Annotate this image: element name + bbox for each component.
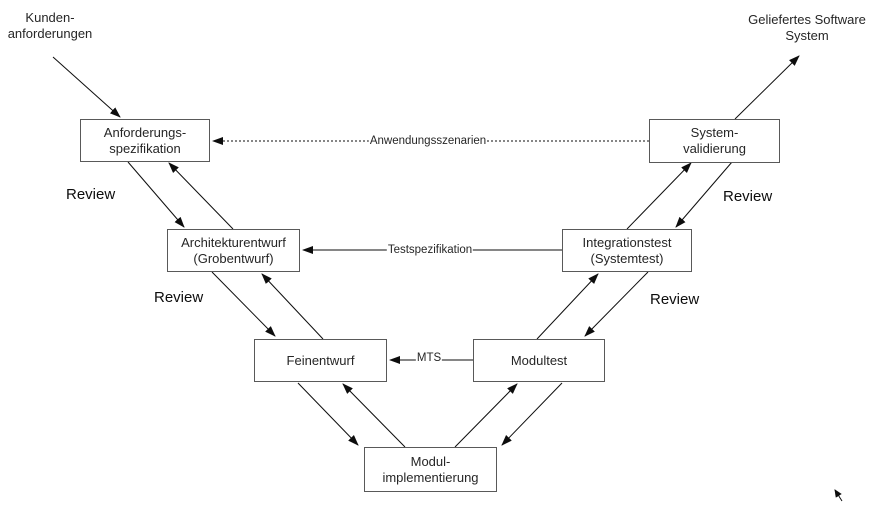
box-integrationstest: Integrationstest (Systemtest)	[562, 229, 692, 272]
box-label-line: Anforderungs-	[103, 124, 187, 140]
box-label-line: Integrationstest	[582, 234, 672, 250]
validation-to-integrationtest-review-arrow	[675, 161, 733, 228]
box-modultest: Modultest	[473, 339, 605, 382]
box-feinentwurf: Feinentwurf	[254, 339, 387, 382]
box-systemvalidierung: System- validierung	[649, 119, 780, 163]
integrationtest-to-validation-arrow	[626, 162, 692, 230]
mts-label: MTS	[415, 352, 443, 364]
review-label-lower-right: Review	[650, 291, 700, 308]
review-label-upper-right: Review	[723, 188, 773, 205]
box-anforderungsspezifikation: Anforderungs- spezifikation	[80, 119, 210, 162]
moduletest-to-integrationtest-arrow	[536, 273, 599, 340]
box-label-line: validierung	[683, 141, 746, 156]
anwendungsszenarien-label: Anwendungsszenarien	[368, 135, 488, 147]
box-label-line: Architekturentwurf	[181, 234, 286, 250]
testspezifikation-label: Testspezifikation	[386, 244, 474, 256]
box-label-line: System-	[690, 125, 739, 140]
spec-to-architecture-arrow	[127, 161, 185, 228]
review-label-upper-left: Review	[66, 186, 116, 203]
box-label-line: (Systemtest)	[590, 250, 664, 266]
box-architekturentwurf: Architekturentwurf (Grobentwurf)	[167, 229, 300, 272]
detaildesign-to-architecture-review-arrow	[261, 273, 324, 340]
box-modulimplementierung: Modul- implementierung	[364, 447, 497, 492]
box-label-line: (Grobentwurf)	[193, 250, 274, 266]
ext-label-line: anforderungen	[7, 26, 93, 41]
mouse-cursor-icon	[834, 489, 843, 502]
architecture-to-detaildesign-arrow	[211, 271, 276, 337]
kundenanforderungen-label: Kunden- anforderungen	[2, 10, 98, 42]
geliefertes-software-system-label: Geliefertes Software System	[743, 12, 871, 44]
box-label-line: Modultest	[510, 352, 568, 368]
delivered-system-arrow	[734, 55, 800, 120]
ext-label-line: System	[785, 28, 829, 43]
box-label-line: implementierung	[382, 469, 479, 485]
customer-requirements-arrow	[52, 56, 121, 118]
implementation-to-moduletest-arrow	[454, 383, 518, 448]
box-label-line: Feinentwurf	[286, 352, 355, 368]
integrationtest-to-moduletest-review-arrow	[584, 271, 649, 337]
architecture-to-spec-review-arrow	[168, 162, 234, 230]
implementation-to-detaildesign-arrow	[342, 383, 406, 448]
detaildesign-to-implementation-arrow	[297, 382, 359, 446]
review-label-lower-left: Review	[154, 289, 204, 306]
ext-label-line: Geliefertes Software	[748, 12, 866, 27]
box-label-line: spezifikation	[109, 140, 181, 156]
ext-label-line: Kunden-	[25, 10, 75, 25]
moduletest-to-implementation-arrow	[501, 382, 563, 446]
box-label-line: Modul-	[410, 453, 451, 469]
